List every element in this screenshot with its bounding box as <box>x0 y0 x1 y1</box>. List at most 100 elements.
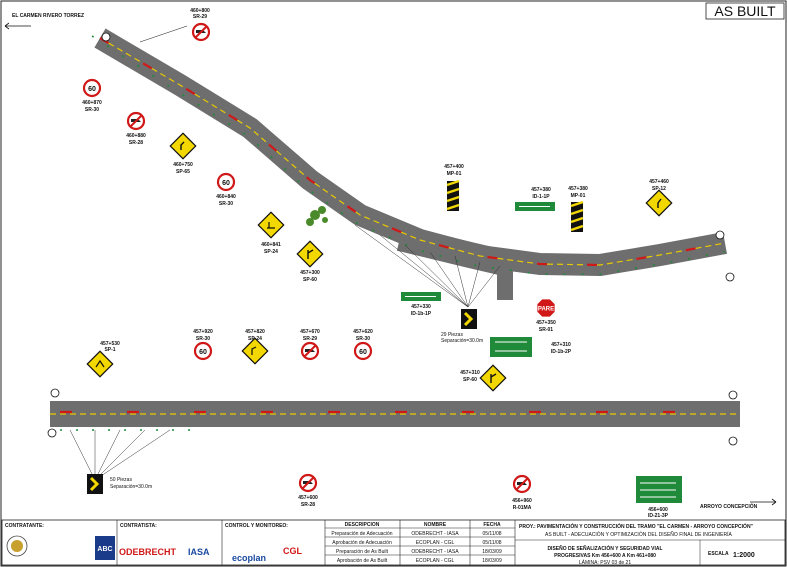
direction-right: ARROYO CONCEPCIÓN <box>700 498 777 510</box>
svg-text:PROY.: PAVIMENTACIÓN Y CONSTRU: PROY.: PAVIMENTACIÓN Y CONSTRUCCIÓN DEL … <box>519 522 754 530</box>
guide-sign-2 <box>401 292 441 301</box>
svg-text:457+330: 457+330 <box>411 304 431 310</box>
svg-text:SP-24: SP-24 <box>264 249 278 255</box>
object-marker-1 <box>446 179 460 211</box>
svg-text:457+820: 457+820 <box>245 329 265 335</box>
iasa-logo: IASA <box>188 547 210 557</box>
abc-logo: ABC <box>95 536 115 560</box>
sign-junction-l6 <box>479 364 507 392</box>
svg-text:MP-01: MP-01 <box>571 193 586 199</box>
station-marker <box>101 32 111 42</box>
arrow-left-icon <box>4 22 31 30</box>
ecoplan-logo: ecoplan <box>232 553 266 563</box>
sign-warn-l3 <box>241 337 269 365</box>
svg-text:456+960: 456+960 <box>512 498 532 504</box>
svg-text:60: 60 <box>359 349 367 356</box>
svg-text:457+310: 457+310 <box>460 370 480 376</box>
sign-speed-l2: 60 <box>193 341 213 361</box>
as-built-stamp: AS BUILT <box>705 2 785 20</box>
sign-speed-4: 60 <box>216 172 236 192</box>
svg-text:457+380: 457+380 <box>531 187 551 193</box>
chevron-fan-lines <box>69 429 171 481</box>
svg-text:ABC: ABC <box>97 546 112 553</box>
svg-text:Separación=30.0m: Separación=30.0m <box>110 484 152 490</box>
svg-text:DISEÑO DE SEÑALIZACIÓN Y SEGUR: DISEÑO DE SEÑALIZACIÓN Y SEGURIDAD VIAL <box>547 544 662 552</box>
svg-text:457+920: 457+920 <box>193 329 213 335</box>
svg-text:AS BUILT - ADECUACIÓN Y OPTIMI: AS BUILT - ADECUACIÓN Y OPTIMIZACIÓN DEL… <box>545 531 732 538</box>
sign-warn-l1 <box>86 350 114 378</box>
svg-text:460+750: 460+750 <box>173 162 193 168</box>
svg-text:Separación=30.0m: Separación=30.0m <box>441 338 483 344</box>
svg-text:ODEBRECHT - IASA: ODEBRECHT - IASA <box>411 531 459 537</box>
svg-text:SP-24: SP-24 <box>248 336 262 342</box>
svg-text:457+380: 457+380 <box>568 186 588 192</box>
svg-text:CONTROL Y MONITOREO:: CONTROL Y MONITOREO: <box>225 523 288 529</box>
odebrecht-logo: ODEBRECHT <box>119 547 177 557</box>
arrow-right-icon <box>750 498 777 506</box>
svg-text:456+600: 456+600 <box>648 507 668 513</box>
svg-text:CONTRATANTE:: CONTRATANTE: <box>5 523 44 529</box>
svg-text:ODEBRECHT - IASA: ODEBRECHT - IASA <box>411 549 459 555</box>
guide-sign-3 <box>490 337 532 357</box>
sign-sr29-top <box>191 22 211 42</box>
station-marker <box>50 388 60 398</box>
sign-prohib-2 <box>126 111 146 131</box>
tree-cluster <box>306 206 328 226</box>
svg-text:460+800: 460+800 <box>190 8 210 14</box>
direction-left: EL CARMEN RIVERO TORREZ <box>4 13 84 30</box>
svg-text:PARE: PARE <box>538 307 554 313</box>
svg-text:460+880: 460+880 <box>126 133 146 139</box>
svg-text:29 Piezas: 29 Piezas <box>441 332 463 338</box>
station-marker <box>715 230 725 240</box>
svg-text:SR-28: SR-28 <box>301 502 315 508</box>
svg-text:460+841: 460+841 <box>261 242 281 248</box>
sign-curve-10 <box>645 189 673 217</box>
lower-signs: 457+530 SP-1 60 457+920 SR-30 457+820 SP… <box>86 329 682 519</box>
center-line <box>99 37 726 266</box>
svg-text:DESCRIPCION: DESCRIPCION <box>345 522 380 528</box>
upper-road <box>91 28 735 308</box>
svg-text:R-01MA: R-01MA <box>513 505 532 511</box>
svg-text:PROGRESIVAS Km 456+600 A Km 46: PROGRESIVAS Km 456+600 A Km 461+080 <box>554 553 656 559</box>
svg-text:SR-28: SR-28 <box>129 140 143 146</box>
svg-text:SR-30: SR-30 <box>196 336 210 342</box>
svg-text:460+840: 460+840 <box>216 194 236 200</box>
svg-text:18/03/09: 18/03/09 <box>482 558 502 564</box>
svg-text:SR-01: SR-01 <box>539 327 553 333</box>
sign-speed-l5: 60 <box>353 341 373 361</box>
svg-text:ARROYO CONCEPCIÓN: ARROYO CONCEPCIÓN <box>700 502 758 510</box>
svg-text:457+670: 457+670 <box>300 329 320 335</box>
svg-text:Preparación de Adecuación: Preparación de Adecuación <box>331 531 392 537</box>
svg-text:SR-30: SR-30 <box>219 201 233 207</box>
svg-text:05/11/08: 05/11/08 <box>482 540 501 546</box>
guide-sign-l9 <box>636 476 682 503</box>
svg-text:SR-29: SR-29 <box>193 14 207 20</box>
chevron-sign-upper <box>461 309 477 329</box>
svg-text:457+350: 457+350 <box>536 320 556 326</box>
station-marker <box>725 272 735 282</box>
svg-text:457+310: 457+310 <box>551 342 571 348</box>
svg-text:NOMBRE: NOMBRE <box>424 522 447 528</box>
svg-text:MP-01: MP-01 <box>447 171 462 177</box>
svg-text:FECHA: FECHA <box>483 522 501 528</box>
station-marker <box>47 428 57 438</box>
guide-sign-1 <box>515 202 555 211</box>
svg-text:LÁMINA: PSV 03 de 21: LÁMINA: PSV 03 de 21 <box>579 559 631 566</box>
svg-text:50 Piezas: 50 Piezas <box>110 477 132 483</box>
sign-prohib-l8 <box>512 474 532 494</box>
revision-rows: Preparación de Adecuación ODEBRECHT - IA… <box>331 531 502 564</box>
chevron-sign-lower <box>87 474 103 494</box>
svg-text:ECOPLAN - CGL: ECOPLAN - CGL <box>416 558 455 564</box>
svg-text:ESCALA: ESCALA <box>708 551 729 557</box>
svg-text:SP-65: SP-65 <box>176 169 190 175</box>
svg-text:Aprobación de Adecuación: Aprobación de Adecuación <box>332 540 392 546</box>
svg-text:60: 60 <box>222 180 230 187</box>
svg-text:EL CARMEN RIVERO TORREZ: EL CARMEN RIVERO TORREZ <box>12 13 84 19</box>
svg-text:60: 60 <box>88 86 96 93</box>
svg-text:460+870: 460+870 <box>82 100 102 106</box>
svg-text:1:2000: 1:2000 <box>733 552 755 559</box>
object-marker-2 <box>570 200 584 232</box>
sign-prohib-l4 <box>300 341 320 361</box>
